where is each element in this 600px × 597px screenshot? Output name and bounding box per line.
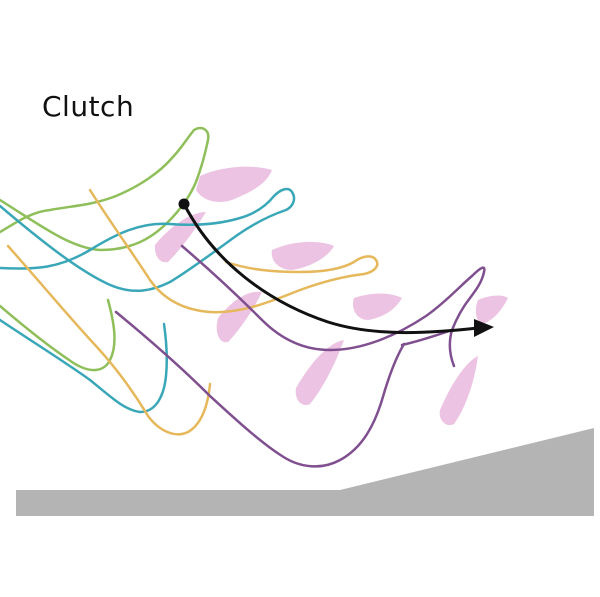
shoe-highlight-8 — [439, 356, 478, 426]
foot-outline-teal — [0, 187, 296, 414]
foot-outline-green — [0, 126, 210, 372]
shoe-highlight-4 — [216, 291, 262, 343]
shoe-highlight-2 — [154, 212, 206, 263]
shoe-highlights — [154, 166, 508, 426]
ground-slope — [16, 428, 594, 516]
shoe-highlight-1 — [196, 166, 272, 202]
trajectory-arrow — [178, 198, 494, 337]
foot-outline-yellow — [6, 188, 379, 436]
diagram-title: Clutch — [42, 90, 135, 123]
shoe-highlight-7 — [475, 295, 508, 324]
shoe-highlight-6 — [295, 340, 344, 406]
trajectory-curve — [182, 202, 480, 335]
shoe-highlight-3 — [271, 241, 334, 270]
arrow-right-icon — [474, 319, 494, 337]
shoe-highlight-5 — [352, 293, 402, 320]
